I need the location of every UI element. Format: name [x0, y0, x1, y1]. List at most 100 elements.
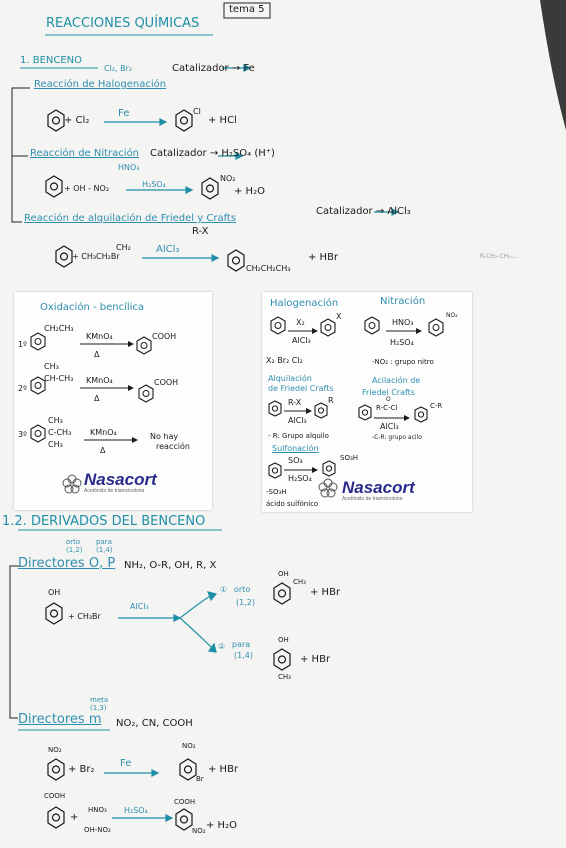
op-orto-label: orto — [234, 585, 251, 594]
ox1-cond: Δ — [94, 350, 100, 359]
op-orto-sub2: CH₃ — [293, 578, 306, 586]
nitration-arrow-label: H₂SO₄ — [142, 180, 166, 189]
halogen-reagents: Cl₂, Br₂ — [104, 64, 133, 73]
op-para-num: ② — [218, 642, 226, 651]
acil-cat: AlCl₃ — [380, 422, 399, 431]
ox2-sub: CH-CH₃ — [44, 374, 74, 383]
m2-byproduct: + H₂O — [206, 820, 237, 831]
nit-sub: NO₂ — [446, 312, 458, 319]
brand-flower-icon — [318, 478, 338, 498]
m2-prod-sub1: COOH — [174, 798, 196, 806]
nit-product-ring — [428, 318, 444, 337]
ox1-arrow — [80, 341, 134, 347]
topic-tag: tema 5 — [229, 4, 265, 15]
benzene-ring-4 — [201, 177, 219, 200]
halogenation-label: Reacción de Halogenación — [34, 79, 167, 90]
note-right: Halogenación X₂ AlCl₃ X X₂ Br₂ Cl₂ Nitra… — [262, 292, 472, 512]
ox3-sub-top: CH₃ — [48, 416, 63, 425]
acil-sub: C-R — [430, 402, 443, 410]
halogen-catalyst: Catalizador → Fe — [172, 63, 255, 74]
m2-reag2: OH-NO₂ — [84, 826, 111, 834]
nitration-byproduct: + H₂O — [234, 186, 265, 197]
m1-sub: NO₂ — [48, 746, 62, 754]
hal-reagent: X₂ — [296, 318, 305, 327]
benzene-ring-12 — [47, 806, 65, 829]
ox3-num: 3º — [18, 430, 27, 439]
op-groups: NH₂, O-R, OH, R, X — [124, 560, 217, 571]
acil-arrow — [374, 415, 410, 421]
op-reactant-sub: OH — [48, 588, 61, 597]
m-meta-top: meta — [90, 696, 109, 704]
brand-logo-text: Nasacort — [84, 470, 157, 489]
ox2-product: COOH — [154, 378, 179, 387]
acil-o: O — [386, 396, 391, 403]
nit-ring — [364, 316, 380, 335]
alkylation-label: Reacción de alquilación de Friedel y Cra… — [24, 213, 237, 224]
hal-cat: AlCl₃ — [292, 336, 311, 345]
alkylation-rx: R-X — [192, 226, 209, 237]
benzene-ring-9 — [273, 648, 291, 671]
benzene-ring-6 — [227, 249, 245, 272]
m1-prod-sub2: Br — [196, 775, 204, 783]
nit-arrow — [386, 328, 422, 334]
benzene-ring-10 — [47, 758, 65, 781]
alq-title-2: de Friedel Crafts — [268, 384, 334, 393]
arrow-op-orto — [179, 595, 211, 619]
section-2-heading: 1.2. DERIVADOS DEL BENCENO — [2, 514, 206, 529]
op-arrow-label: AlCl₃ — [130, 602, 149, 611]
ox3-cond: Δ — [100, 446, 106, 455]
alq-product-ring — [314, 402, 328, 419]
m1-reactant2: + Br₂ — [68, 764, 95, 775]
hal-arrow — [288, 328, 318, 334]
m-label: Directores m — [18, 712, 102, 727]
hal-note: X₂ Br₂ Cl₂ — [266, 356, 303, 365]
ox3-ring — [30, 424, 46, 443]
ox1-ring — [30, 332, 46, 351]
op-orto-byproduct: + HBr — [310, 587, 341, 598]
sulf-title: Sulfonación — [272, 444, 319, 453]
op-orto-pos: (1,2) — [66, 546, 83, 554]
benzene-ring-8 — [273, 582, 291, 605]
halogen-arrow-label: Fe — [118, 108, 130, 119]
ox3-sub-bot: CH₃ — [48, 440, 63, 449]
ox1-product-ring — [136, 336, 152, 355]
oxidation-title: Oxidación - bencílica — [40, 302, 145, 313]
nit-cat: H₂SO₄ — [390, 338, 414, 347]
note-left: Oxidación - bencílica 1º CH₂CH₃ KMnO₄ Δ … — [14, 292, 212, 510]
m2-sub: COOH — [44, 792, 66, 800]
ox3-product-2: reacción — [156, 442, 190, 451]
sulf-sub: SO₃H — [340, 454, 359, 462]
op-para-pos-2: (1,4) — [234, 651, 253, 660]
op-orto-sub1: OH — [278, 570, 289, 578]
s1-bracket — [11, 87, 30, 223]
halogen-product-sub: Cl — [193, 107, 201, 116]
nit-note: -NO₂ : grupo nitro — [372, 358, 434, 366]
benzene-ring-11 — [179, 758, 197, 781]
alkylation-reactant2-top: CH₂ — [116, 243, 131, 252]
brand-logo-sub: Acetónido de triamcinolona — [342, 496, 403, 502]
alq-note: - R: Grupo alquilo — [268, 432, 329, 440]
arrow-op-para — [179, 617, 213, 649]
nitration-catalyst: Catalizador → H₂SO₄ (H⁺) — [150, 148, 275, 159]
acil-title-1: Acilación de — [372, 376, 421, 385]
ox2-cond: Δ — [94, 394, 100, 403]
m2-arrow-label: H₂SO₄ — [124, 806, 148, 815]
nitration-label: Reacción de Nitración — [30, 148, 140, 159]
alkylation-catalyst: Catalizador → AlCl₃ — [316, 206, 411, 217]
ox1-reagent: KMnO₄ — [86, 332, 113, 341]
alq-sub: R — [328, 396, 334, 405]
ox2-sub-top: CH₃ — [44, 362, 59, 371]
benzene-ring-2 — [175, 109, 193, 132]
op-para-pos: (1,4) — [96, 546, 113, 554]
page-title: REACCIONES QUÍMICAS — [46, 16, 200, 31]
sulf-note-2: ácido sulfónico — [266, 500, 319, 508]
m1-arrow-label: Fe — [120, 758, 132, 769]
m-meta-pos: (1,3) — [90, 704, 107, 712]
acil-ring — [358, 404, 372, 421]
alq-reagent: R-X — [288, 398, 302, 407]
m1-prod-sub1: NO₂ — [182, 742, 196, 750]
ox2-product-ring — [138, 384, 154, 403]
alq-title-1: Alquilación — [268, 374, 312, 383]
halogen-reactant2: + Cl₂ — [64, 115, 90, 126]
